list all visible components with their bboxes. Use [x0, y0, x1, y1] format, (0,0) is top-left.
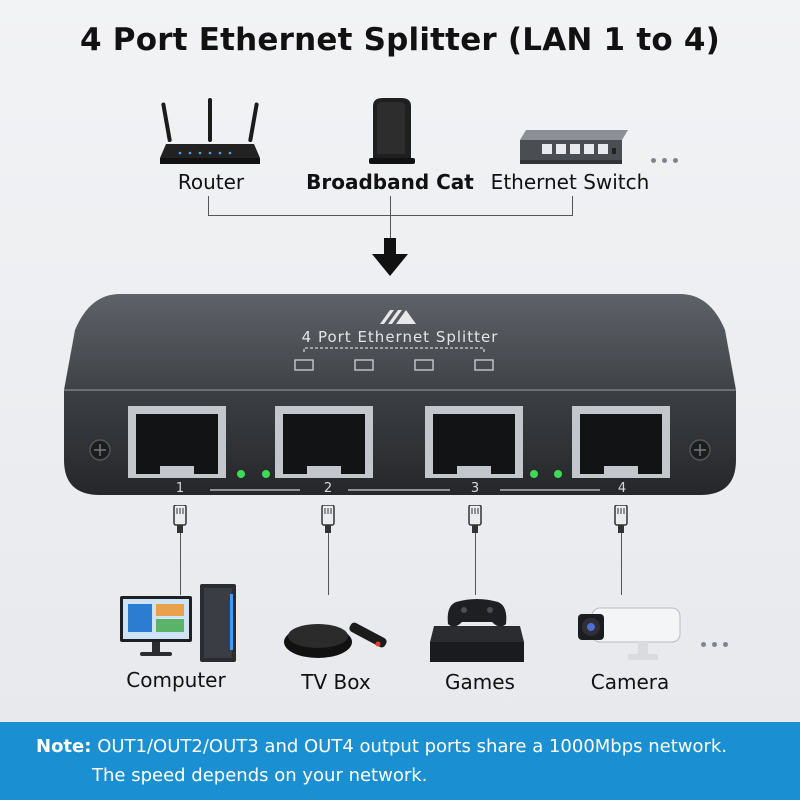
bracket-bar	[208, 215, 573, 216]
more-inputs-ellipsis	[651, 148, 684, 167]
down-arrow-icon	[372, 238, 408, 276]
cable-wire	[621, 533, 622, 595]
rj45-port-3[interactable]	[425, 406, 523, 478]
output-label-computer: Computer	[126, 668, 226, 692]
cable-plug-icon	[173, 505, 187, 533]
status-icons	[294, 347, 494, 371]
page-title: 4 Port Ethernet Splitter (LAN 1 to 4)	[80, 22, 720, 58]
rj45-port-1[interactable]	[128, 406, 226, 478]
bracket-center	[390, 196, 391, 246]
router-icon	[160, 98, 260, 164]
device-label: 4 Port Ethernet Splitter	[301, 328, 499, 346]
cable-wire	[180, 533, 181, 595]
cable-plug-icon	[321, 505, 335, 533]
cable-wire	[328, 533, 329, 595]
output-label-tv-box: TV Box	[301, 670, 371, 694]
cable-wire	[475, 533, 476, 595]
tv-box-icon	[284, 622, 387, 658]
port-number-3: 3	[470, 481, 480, 496]
rj45-port-2[interactable]	[275, 406, 373, 478]
note-line-2: The speed depends on your network.	[92, 765, 428, 786]
bracket-right	[572, 196, 573, 216]
modem-icon	[369, 98, 415, 164]
input-label-broadband-cat: Broadband Cat	[306, 170, 474, 194]
splitter-device	[64, 294, 736, 495]
port-number-4: 4	[617, 481, 627, 496]
cable-plug-icon	[468, 505, 482, 533]
game-console-icon	[430, 599, 524, 662]
output-label-games: Games	[445, 670, 515, 694]
cable-plug-icon	[614, 505, 628, 533]
more-outputs-ellipsis	[701, 632, 734, 651]
input-label-router: Router	[177, 170, 245, 194]
note-line-1: Note: OUT1/OUT2/OUT3 and OUT4 output por…	[36, 736, 727, 757]
port-number-2: 2	[323, 481, 333, 496]
port-number-1: 1	[175, 481, 185, 496]
computer-icon	[120, 584, 236, 662]
status-leds	[237, 470, 562, 478]
note-banner: Note: OUT1/OUT2/OUT3 and OUT4 output por…	[0, 722, 800, 800]
camera-icon	[578, 607, 681, 660]
rj45-port-4[interactable]	[572, 406, 670, 478]
output-label-camera: Camera	[590, 670, 670, 694]
note-text-1: OUT1/OUT2/OUT3 and OUT4 output ports sha…	[97, 736, 728, 757]
bracket-left	[208, 196, 209, 216]
ethernet-switch-icon	[520, 130, 628, 164]
input-label-ethernet-switch: Ethernet Switch	[490, 170, 650, 194]
brand-logo	[380, 310, 416, 324]
note-prefix: Note:	[36, 736, 92, 757]
